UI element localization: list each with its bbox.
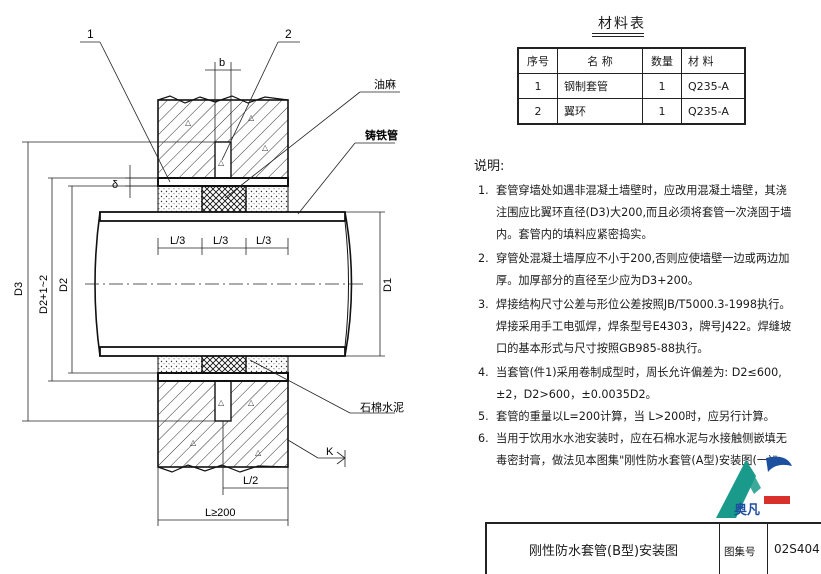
note-text: 穿管处混凝土墙厚应不小于200,否则应使墙壁一边或两边加厚。加厚部分的直径至少应… — [496, 252, 790, 287]
note-item: 6. 当用于饮用水水池安装时，应在石棉水泥与水接触侧嵌填无毒密封膏，做法见本图集… — [478, 428, 798, 472]
oil-hemp-fill — [201, 185, 247, 213]
atlas-number-label: 图集号 — [724, 546, 756, 558]
drawing-title: 刚性防水套管(B型)安装图 — [529, 544, 679, 559]
l3-label-2: L/3 — [213, 235, 228, 247]
note-item: 3. 焊接结构尺寸公差与形位公差按照JB/T5000.3-1998执行。焊接采用… — [478, 294, 798, 360]
d2-plus-label: D2+1~2 — [38, 275, 50, 314]
svg-text:△: △ — [262, 143, 269, 152]
delta-label: δ — [112, 179, 118, 191]
note-number: 1. — [478, 184, 489, 197]
svg-text:△: △ — [218, 158, 225, 167]
cell-no: 2 — [517, 98, 558, 125]
length-dimensions — [157, 421, 289, 526]
title-block-divider — [767, 524, 768, 574]
table-header-row: 序号 名 称 数量 材 料 — [517, 47, 746, 74]
note-text: 焊接结构尺寸公差与形位公差按照JB/T5000.3-1998执行。焊接采用手工电… — [496, 298, 792, 355]
callout-2: 2 — [285, 27, 292, 41]
materials-title-underline — [592, 36, 644, 37]
asbestos-cement-fill — [157, 185, 203, 213]
cell-no: 1 — [517, 73, 558, 99]
half-l-label: L/2 — [243, 475, 258, 487]
note-number: 3. — [478, 298, 489, 311]
logo-text: 奥凡 — [734, 503, 761, 518]
asbestos-cement-fill — [245, 185, 289, 213]
d2-label: D2 — [58, 278, 70, 292]
cell-name: 钢制套管 — [557, 73, 643, 99]
svg-text:△: △ — [248, 398, 255, 407]
note-item: 4. 当套管(件1)采用卷制成型时，周长允许偏差为: D2≤600, ±2，D2… — [478, 362, 798, 406]
svg-text:△: △ — [248, 113, 255, 122]
cell-material: Q235-A — [681, 73, 746, 99]
header-no: 序号 — [517, 47, 558, 74]
l3-label-1: L/3 — [170, 235, 185, 247]
pipe-sleeve-drawing: △ △ △ △ △ △ △ △ L/3 L/ — [13, 27, 404, 526]
note-text: 套管的重量以L=200计算，当 L>200时，应另行计算。 — [496, 410, 775, 423]
note-number: 4. — [478, 366, 489, 379]
materials-table: 序号 名 称 数量 材 料 1 钢制套管 1 Q235-A 2 翼环 1 Q23… — [517, 47, 746, 125]
diameter-dimensions — [22, 141, 385, 422]
oil-hemp-label: 油麻 — [374, 77, 396, 91]
sleeve-upper — [157, 177, 289, 187]
table-row: 1 钢制套管 1 Q235-A — [517, 73, 746, 99]
header-name: 名 称 — [557, 47, 643, 74]
cast-iron-pipe-label: 铸铁管 — [365, 128, 398, 142]
note-item: 2. 穿管处混凝土墙厚应不小于200,否则应使墙壁一边或两边加厚。加厚部分的直径… — [478, 248, 798, 292]
b-label: b — [219, 57, 225, 69]
d3-label: D3 — [13, 282, 25, 296]
svg-text:△: △ — [255, 448, 262, 457]
table-row: 2 翼环 1 Q235-A — [517, 98, 746, 125]
header-material: 材 料 — [681, 47, 746, 74]
svg-text:△: △ — [185, 118, 192, 127]
materials-title: 材料表 — [598, 16, 646, 32]
atlas-number-value: 02S404 — [774, 542, 820, 556]
note-number: 2. — [478, 252, 489, 265]
d1-label: D1 — [382, 278, 394, 292]
sleeve-lower — [157, 372, 289, 382]
callout-1: 1 — [87, 27, 94, 41]
svg-text:△: △ — [190, 438, 197, 447]
title-block: 刚性防水套管(B型)安装图 图集号 02S404 — [485, 522, 821, 574]
note-text: 当套管(件1)采用卷制成型时，周长允许偏差为: D2≤600, ±2，D2>60… — [496, 366, 782, 401]
title-block-divider — [719, 524, 720, 574]
svg-text:△: △ — [218, 398, 225, 407]
l3-dimension — [157, 238, 289, 255]
header-qty: 数量 — [642, 47, 682, 74]
asbestos-cement-label: 石棉水泥 — [360, 400, 404, 414]
cell-material: Q235-A — [681, 98, 746, 125]
cell-qty: 1 — [642, 98, 682, 125]
b-dimension — [205, 62, 241, 142]
delta-dimension — [125, 165, 158, 198]
logo-mark-icon — [716, 456, 792, 518]
section-mark-k — [287, 439, 346, 467]
note-number: 5. — [478, 410, 489, 423]
notes-title: 说明: — [474, 159, 505, 174]
note-text: 套管穿墙处如遇非混凝土墙壁时，应改用混凝土墙壁，其浇注围应比翼环直径(D3)大2… — [496, 184, 792, 241]
note-number: 6. — [478, 432, 489, 445]
cell-qty: 1 — [642, 73, 682, 99]
cell-name: 翼环 — [557, 98, 643, 125]
materials-title-underline — [592, 33, 644, 34]
section-k-label: K — [326, 446, 334, 458]
leader-lines — [80, 41, 400, 414]
note-text: 当用于饮用水水池安装时，应在石棉水泥与水接触侧嵌填无毒密封膏，做法见本图集"刚性… — [496, 432, 789, 467]
total-l-label: L≥200 — [205, 507, 236, 519]
note-item: 1. 套管穿墙处如遇非混凝土墙壁时，应改用混凝土墙壁，其浇注围应比翼环直径(D3… — [478, 180, 798, 246]
l3-label-3: L/3 — [256, 235, 271, 247]
note-item: 5. 套管的重量以L=200计算，当 L>200时，应另行计算。 — [478, 406, 798, 428]
